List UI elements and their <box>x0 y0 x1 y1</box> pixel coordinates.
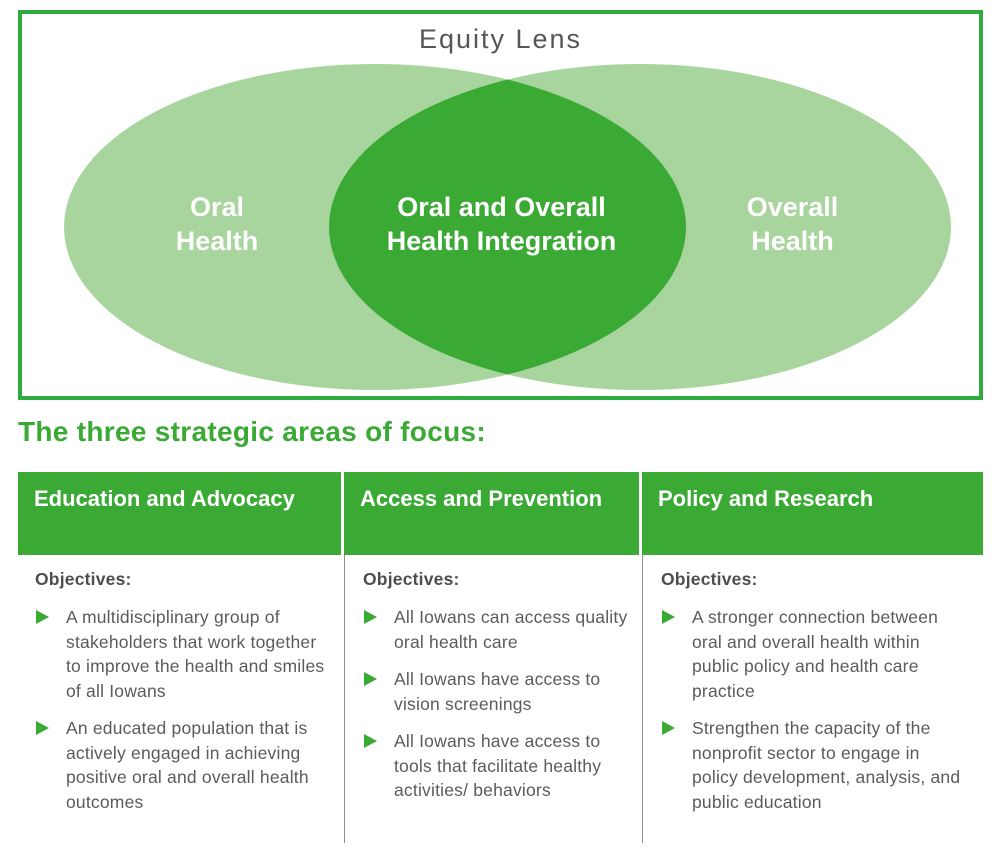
bullet-triangle-icon <box>364 610 377 624</box>
column-header: Access and Prevention <box>344 472 642 555</box>
column-policy-research: Policy and Research Objectives: A strong… <box>642 472 983 843</box>
list-item: An educated population that is actively … <box>35 716 330 814</box>
list-item: Strengthen the capacity of the nonprofit… <box>661 716 969 814</box>
venn-label-overall-health: Overall Health <box>680 190 905 258</box>
focus-heading: The three strategic areas of focus: <box>18 416 486 447</box>
list-item: A multidisciplinary group of stakeholder… <box>35 605 330 703</box>
venn-label-integration-line1: Oral and Overall <box>397 192 606 222</box>
equity-lens-title: Equity Lens <box>418 24 583 54</box>
venn-label-oral-health: Oral Health <box>107 190 327 258</box>
venn-label-integration-line2: Health Integration <box>386 226 617 256</box>
bullet-triangle-icon <box>364 734 377 748</box>
list-item-text: A stronger connection between oral and o… <box>692 607 939 701</box>
focus-table: Education and Advocacy Objectives: A mul… <box>18 472 983 843</box>
column-header: Policy and Research <box>642 472 983 555</box>
objectives-list: All Iowans can access quality oral healt… <box>363 605 628 803</box>
objectives-list: A stronger connection between oral and o… <box>661 605 969 814</box>
column-access-prevention: Access and Prevention Objectives: All Io… <box>344 472 642 843</box>
objectives-list: A multidisciplinary group of stakeholder… <box>35 605 330 814</box>
list-item: A stronger connection between oral and o… <box>661 605 969 703</box>
bullet-triangle-icon <box>36 721 49 735</box>
list-item-text: All Iowans can access quality oral healt… <box>394 607 628 652</box>
column-body: Objectives: A stronger connection betwee… <box>642 555 983 843</box>
venn-diagram <box>64 64 951 390</box>
bullet-triangle-icon <box>364 672 377 686</box>
column-header: Education and Advocacy <box>18 472 344 555</box>
column-education-advocacy: Education and Advocacy Objectives: A mul… <box>18 472 344 843</box>
bullet-triangle-icon <box>36 610 49 624</box>
list-item-text: An educated population that is actively … <box>66 718 309 812</box>
venn-label-overall-health-line1: Overall <box>746 192 839 222</box>
objectives-label: Objectives: <box>35 569 132 589</box>
column-body: Objectives: A multidisciplinary group of… <box>18 555 344 843</box>
bullet-triangle-icon <box>662 721 675 735</box>
list-item: All Iowans can access quality oral healt… <box>363 605 628 654</box>
list-item: All Iowans have access to tools that fac… <box>363 729 628 803</box>
list-item-text: All Iowans have access to tools that fac… <box>394 731 602 800</box>
column-body: Objectives: All Iowans can access qualit… <box>344 555 642 843</box>
ellipse-intersection <box>329 64 686 390</box>
equity-lens-panel: Equity Lens Oral Health Oral and Overall… <box>18 10 983 400</box>
list-item-text: All Iowans have access to vision screeni… <box>394 669 601 714</box>
objectives-label: Objectives: <box>661 569 758 589</box>
list-item: All Iowans have access to vision screeni… <box>363 667 628 716</box>
venn-label-oral-health-line2: Health <box>175 226 259 256</box>
venn-label-integration: Oral and Overall Health Integration <box>344 190 659 258</box>
list-item-text: Strengthen the capacity of the nonprofit… <box>692 718 961 812</box>
venn-label-overall-health-line2: Health <box>751 226 834 256</box>
list-item-text: A multidisciplinary group of stakeholder… <box>66 607 325 701</box>
venn-label-oral-health-line1: Oral <box>189 192 245 222</box>
bullet-triangle-icon <box>662 610 675 624</box>
objectives-label: Objectives: <box>363 569 460 589</box>
